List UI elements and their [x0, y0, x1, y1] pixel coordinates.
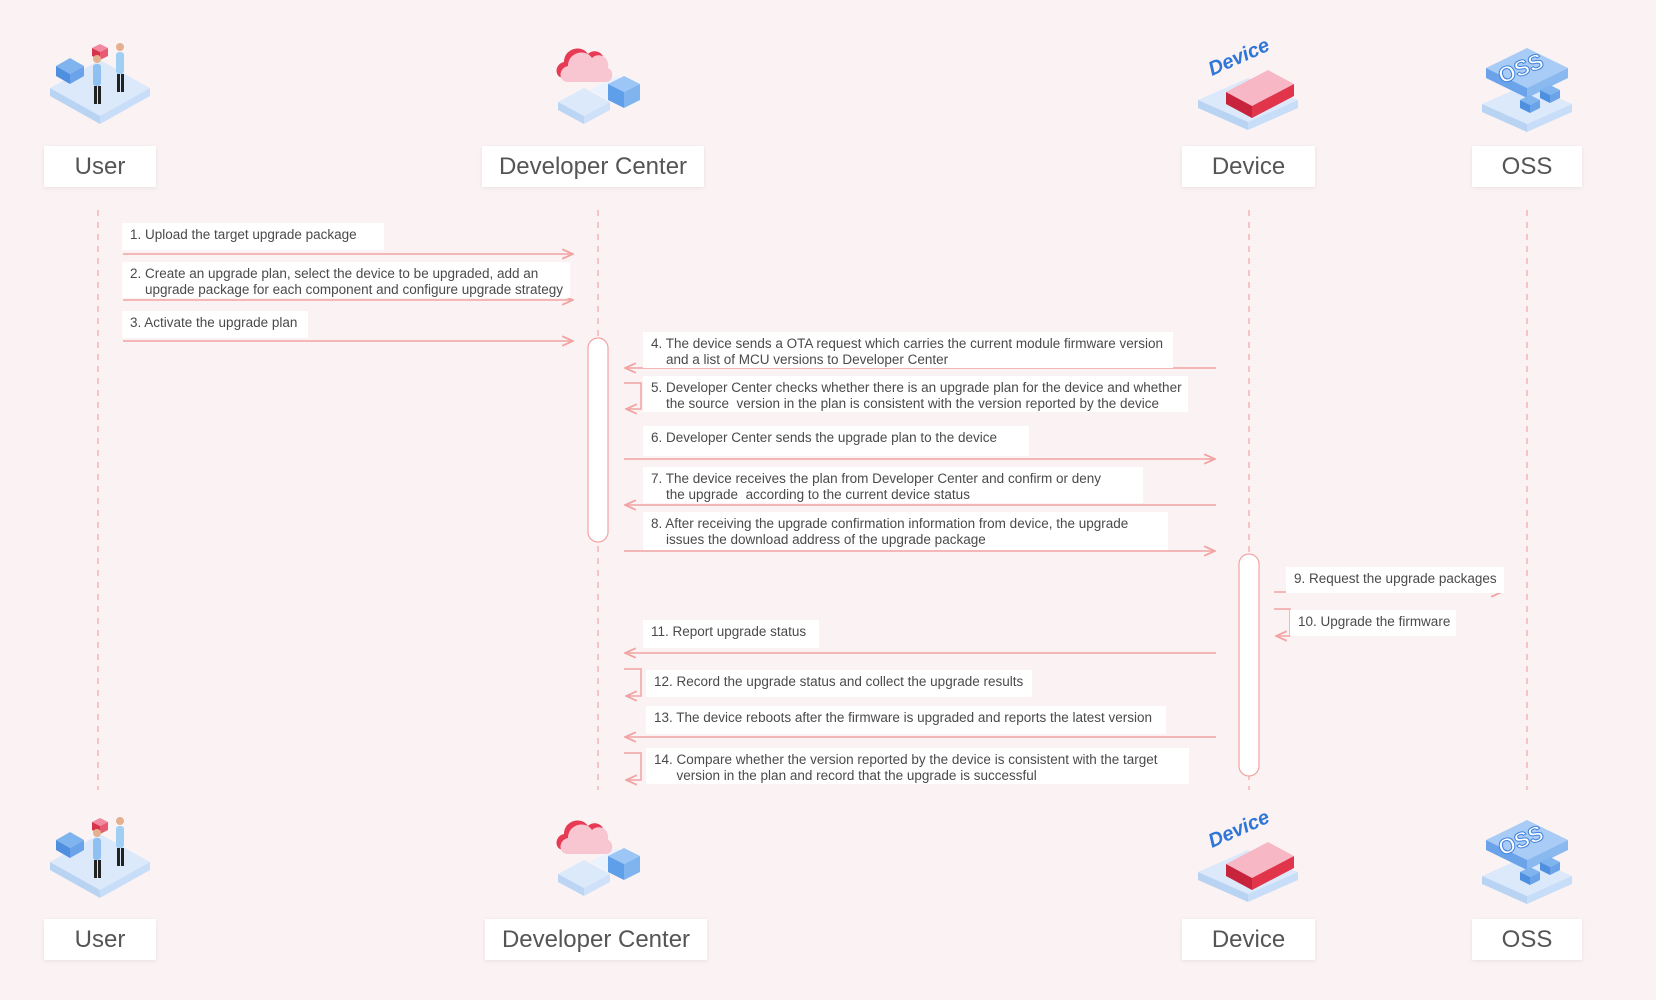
- message-2: 2. Create an upgrade plan, select the de…: [122, 262, 570, 298]
- actor-oss-label-bottom: OSS: [1472, 919, 1582, 960]
- arrow-5-self: [624, 382, 642, 409]
- cloud-platform-icon: [556, 48, 642, 124]
- actor-developer-center-label-bottom: Developer Center: [485, 919, 707, 960]
- actor-device-label-bottom: Device: [1182, 919, 1315, 960]
- device-chip-icon-bottom: Device: [1198, 810, 1298, 902]
- arrow-10-self: [1274, 608, 1291, 636]
- actor-oss-label-top: OSS: [1472, 146, 1582, 187]
- message-12: 12. Record the upgrade status and collec…: [646, 670, 1032, 697]
- message-5: 5. Developer Center checks whether there…: [643, 376, 1188, 412]
- message-10: 10. Upgrade the firmware: [1290, 610, 1456, 636]
- message-13: 13. The device reboots after the firmwar…: [646, 706, 1166, 734]
- message-4: 4. The device sends a OTA request which …: [643, 332, 1173, 368]
- message-3: 3. Activate the upgrade plan: [122, 311, 308, 338]
- actor-user-label-bottom: User: [44, 919, 156, 960]
- message-11: 11. Report upgrade status: [643, 620, 819, 648]
- oss-storage-icon: OSS: [1482, 48, 1572, 132]
- cloud-platform-icon-bottom: [556, 820, 642, 896]
- activation-device: [1238, 553, 1260, 777]
- user-handshake-icon-bottom: [50, 817, 150, 898]
- message-7: 7. The device receives the plan from Dev…: [643, 467, 1143, 503]
- oss-storage-icon-bottom: OSS: [1482, 820, 1572, 904]
- actor-device-label-top: Device: [1182, 146, 1315, 187]
- activation-developer-center: [587, 337, 609, 543]
- message-1: 1. Upload the target upgrade package: [122, 223, 384, 250]
- device-chip-icon: Device: [1198, 38, 1298, 130]
- arrow-12-self: [624, 668, 642, 696]
- arrow-14-self: [624, 752, 642, 780]
- message-8: 8. After receiving the upgrade confirmat…: [643, 512, 1168, 550]
- message-9: 9. Request the upgrade packages: [1286, 567, 1504, 593]
- message-6: 6. Developer Center sends the upgrade pl…: [643, 426, 1029, 456]
- user-handshake-icon: [50, 43, 150, 124]
- actor-user-label-top: User: [44, 146, 156, 187]
- actor-developer-center-label-top: Developer Center: [482, 146, 704, 187]
- message-14: 14. Compare whether the version reported…: [646, 748, 1189, 784]
